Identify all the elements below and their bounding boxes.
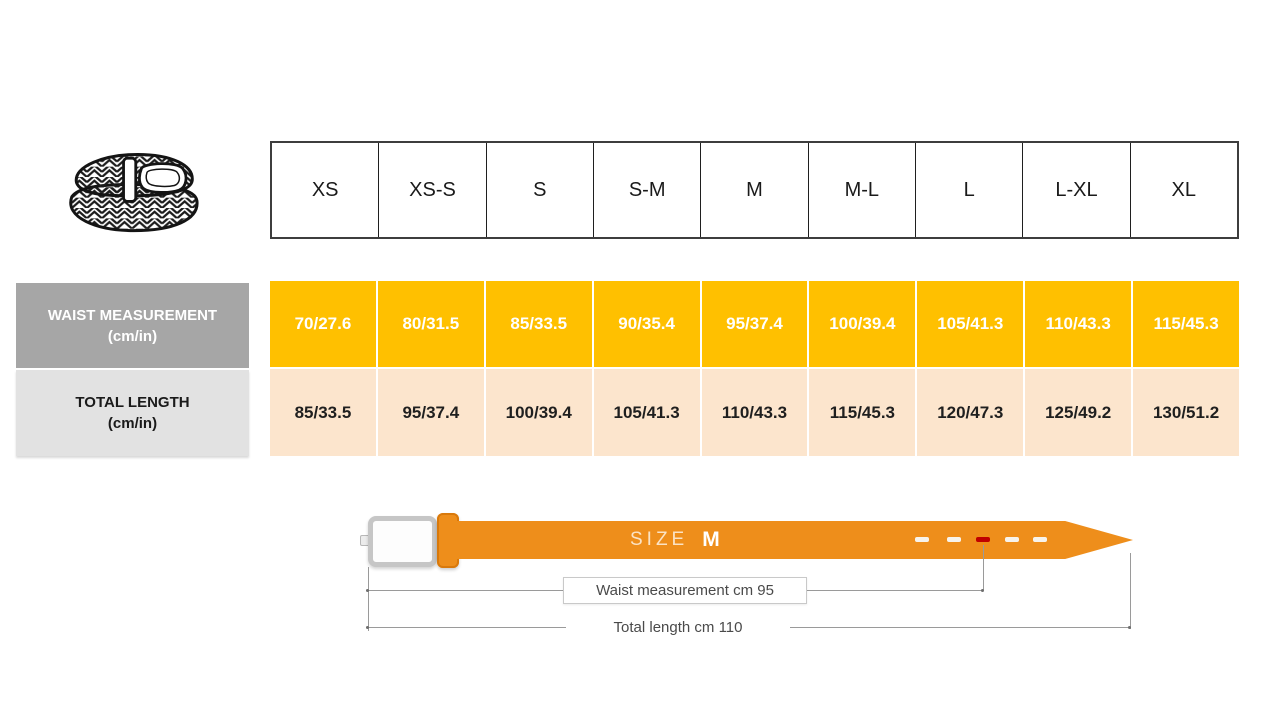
waist-value-cell: 100/39.4: [809, 281, 916, 367]
size-header-row: XS XS-S S S-M M M-L L L-XL XL: [270, 141, 1239, 239]
belt-strap: [455, 521, 1133, 559]
length-value-cell: 105/41.3: [593, 369, 700, 456]
waist-measurement-value-row: 70/27.6 80/31.5 85/33.5 90/35.4 95/37.4 …: [270, 281, 1240, 367]
braided-belt-icon: [69, 152, 199, 233]
waist-value-cell: 85/33.5: [485, 281, 592, 367]
belt-hole: [1033, 537, 1047, 542]
waist-measure-line: [368, 590, 983, 591]
waist-value-cell: 110/43.3: [1025, 281, 1132, 367]
total-length-value-row: 85/33.5 95/37.4 100/39.4 105/41.3 110/43…: [270, 369, 1240, 456]
length-value-cell: 125/49.2: [1025, 369, 1132, 456]
length-value-cell: 100/39.4: [485, 369, 592, 456]
length-value-cell: 85/33.5: [270, 369, 376, 456]
length-value-cell: 95/37.4: [377, 369, 484, 456]
row-label-line1: WAIST MEASUREMENT: [47, 306, 218, 324]
total-length-callout: Total length cm 110: [566, 617, 790, 637]
belt-keeper-loop: [437, 513, 459, 568]
guide-line-buckle: [368, 567, 369, 631]
belt-buckle-icon: [368, 516, 437, 567]
size-header-cell: M-L: [809, 143, 916, 237]
line-end-dot: [366, 626, 369, 629]
size-header-cell: XS-S: [379, 143, 487, 237]
total-length-row-label: TOTAL LENGTH (cm/in): [16, 370, 249, 456]
waist-value-cell: 70/27.6: [270, 281, 376, 367]
belt-hole-marked: [976, 537, 990, 542]
length-value-cell: 110/43.3: [701, 369, 808, 456]
waist-measurement-row-label: WAIST MEASUREMENT (cm/in): [16, 283, 249, 368]
belt-buckle-prong: [360, 535, 434, 546]
line-end-dot: [1128, 626, 1131, 629]
size-header-cell: XS: [272, 143, 380, 237]
waist-value-cell: 80/31.5: [377, 281, 484, 367]
waist-value-cell: 115/45.3: [1133, 281, 1240, 367]
size-value: M: [702, 528, 721, 551]
size-header-cell: XL: [1171, 178, 1197, 201]
waist-value-cell: 105/41.3: [917, 281, 1024, 367]
size-header-cell: L: [916, 143, 1024, 237]
size-header-cell: M: [701, 143, 809, 237]
line-end-dot: [981, 589, 984, 592]
belt-hole: [1005, 537, 1019, 542]
belt-size-text: SIZE M: [630, 521, 721, 559]
line-end-dot: [366, 589, 369, 592]
belt-hole: [947, 537, 961, 542]
belt-hole: [915, 537, 929, 542]
size-header-cell: S-M: [594, 143, 702, 237]
waist-measurement-callout: Waist measurement cm 95: [563, 577, 807, 604]
length-value-cell: 115/45.3: [809, 369, 916, 456]
size-header-cell: L-XL: [1023, 143, 1131, 237]
size-label: SIZE: [630, 529, 689, 550]
length-value-cell: 120/47.3: [917, 369, 1024, 456]
guide-line-belt-tip: [1130, 553, 1131, 629]
waist-value-cell: 95/37.4: [701, 281, 808, 367]
row-label-line2: (cm/in): [107, 327, 158, 345]
total-length-measure-line: [368, 627, 1130, 628]
guide-line-marked-hole: [983, 545, 984, 590]
row-label-line1: TOTAL LENGTH: [75, 394, 190, 411]
row-label-line2: (cm/in): [107, 415, 158, 432]
size-header-cell: S: [487, 143, 594, 237]
length-value-cell: 130/51.2: [1133, 369, 1240, 456]
waist-value-cell: 90/35.4: [593, 281, 700, 367]
